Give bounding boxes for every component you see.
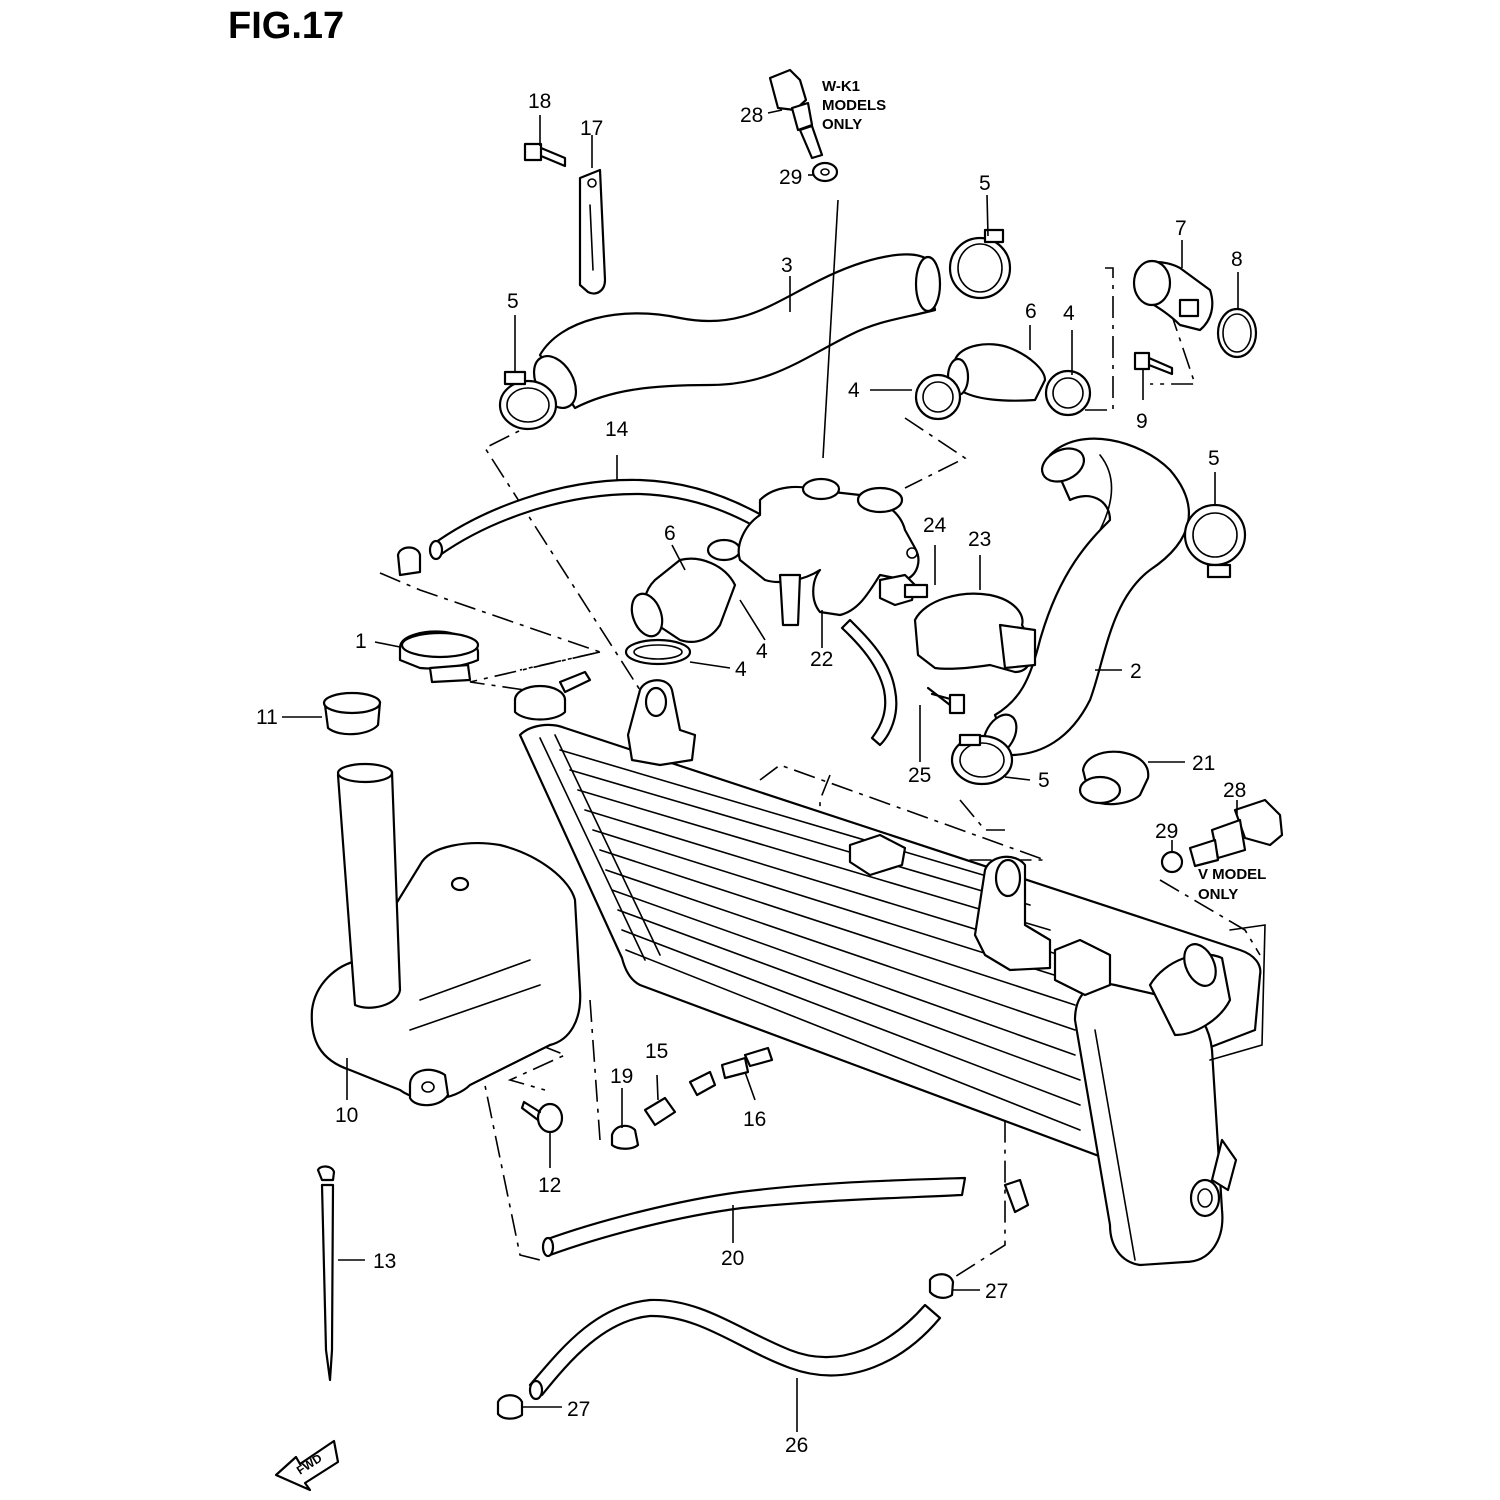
radiator-hose-lower-2[interactable]	[977, 437, 1191, 761]
overflow-hose-20[interactable]	[541, 1176, 967, 1258]
callout-29b: 29	[1155, 820, 1178, 843]
callout-23: 23	[968, 528, 991, 551]
bolt-9[interactable]	[1133, 351, 1174, 376]
fan-switch-21[interactable]	[1078, 750, 1150, 806]
screw-12[interactable]	[520, 1100, 564, 1134]
callout-5d: 5	[1038, 769, 1050, 792]
callout-27a: 27	[985, 1280, 1008, 1303]
note-v-line2: ONLY	[1198, 886, 1238, 903]
clip-small-top[interactable]	[396, 546, 422, 577]
callout-27b: 27	[567, 1398, 590, 1421]
temp-sensor-28-right[interactable]	[1188, 798, 1284, 868]
note-v-line1: V MODEL	[1198, 866, 1266, 883]
thermostat-24[interactable]	[878, 573, 929, 607]
note-wk1-line2: MODELS	[822, 97, 886, 114]
callout-2: 2	[1130, 660, 1142, 683]
bolt-25[interactable]	[926, 686, 966, 715]
hose-clamps[interactable]	[498, 228, 1247, 786]
radiator-filler-neck	[513, 670, 592, 721]
thermostat-cover-7[interactable]	[1132, 259, 1214, 332]
callout-8: 8	[1231, 248, 1243, 271]
temp-sensor-28-top[interactable]	[768, 68, 824, 160]
callout-4b: 4	[756, 640, 768, 663]
callout-21: 21	[1192, 752, 1215, 775]
callout-7: 7	[1175, 217, 1187, 240]
reservoir-tank-10[interactable]	[310, 842, 582, 1107]
callout-3: 3	[781, 254, 793, 277]
hose-clip-27-upper[interactable]	[928, 1273, 955, 1299]
callout-11: 11	[256, 706, 278, 729]
o-ring-8[interactable]	[1216, 307, 1258, 359]
callout-22: 22	[810, 648, 833, 671]
callout-24: 24	[923, 514, 947, 537]
hose-clip-27-lower[interactable]	[496, 1394, 524, 1420]
bolt-18[interactable]	[523, 142, 567, 168]
callout-6b: 6	[664, 522, 676, 545]
callout-20: 20	[721, 1247, 744, 1270]
callout-28b: 28	[1223, 779, 1246, 802]
note-wk1-line3: ONLY	[822, 116, 862, 133]
cable-tie-13[interactable]	[316, 1165, 336, 1382]
reservoir-filler-neck	[336, 762, 402, 1009]
drain-hose-26[interactable]	[528, 1298, 942, 1401]
note-wk1-line1: W-K1	[822, 78, 860, 95]
callout-4a: 4	[848, 379, 860, 402]
callout-18: 18	[528, 90, 551, 113]
callout-1: 1	[355, 630, 367, 653]
callout-6a: 6	[1025, 300, 1037, 323]
radiator-rubber-pad-right	[1053, 938, 1112, 997]
callout-17: 17	[580, 117, 603, 140]
bracket-17[interactable]	[578, 168, 607, 295]
callout-26: 26	[785, 1434, 808, 1457]
reservoir-cap-11[interactable]	[322, 691, 382, 736]
callout-28a: 28	[740, 104, 763, 127]
radiator-cap-1[interactable]	[398, 630, 480, 684]
callout-5b: 5	[507, 290, 519, 313]
thermostat-case-22[interactable]	[737, 477, 920, 627]
callout-16: 16	[743, 1108, 766, 1131]
radiator	[518, 723, 1266, 1267]
washer-29-top[interactable]	[811, 161, 839, 183]
small-hose-6-middle[interactable]	[626, 557, 737, 643]
cap-15[interactable]	[643, 1096, 677, 1127]
callout-5c: 5	[1208, 447, 1220, 470]
figure-title: FIG.17	[228, 5, 344, 47]
small-hose-6-upper[interactable]	[946, 343, 1047, 402]
callout-12: 12	[538, 1174, 561, 1197]
fwd-arrow-icon: FWD	[274, 1439, 340, 1492]
callout-14: 14	[605, 418, 629, 441]
callout-leaders	[282, 109, 1239, 1432]
callout-4d: 4	[1063, 302, 1075, 325]
model-notes: W-K1 MODELS ONLY V MODEL ONLY	[822, 78, 1266, 903]
callout-5a: 5	[979, 172, 991, 195]
thermostat-cover-23[interactable]	[913, 592, 1037, 674]
callout-numbers: 1 2 3 4 4 4 4 5 5 5 5 6 6 7 8 9 10 11 12…	[256, 90, 1246, 1457]
callout-10: 10	[335, 1104, 358, 1127]
radiator-bracket-right	[973, 855, 1052, 972]
callout-19: 19	[610, 1065, 633, 1088]
clip-19[interactable]	[610, 1124, 640, 1150]
drain-plug-16[interactable]	[688, 1046, 774, 1097]
drain-hose[interactable]	[840, 618, 898, 747]
callout-4c: 4	[735, 658, 747, 681]
callout-9: 9	[1136, 410, 1148, 433]
washer-29-right[interactable]	[1160, 850, 1184, 874]
radiator-rubber-pad	[848, 833, 907, 877]
callout-13: 13	[373, 1250, 396, 1273]
sensor-leader-line	[822, 199, 839, 459]
radiator-bracket-left	[626, 679, 697, 767]
callout-25: 25	[908, 764, 931, 787]
callout-15: 15	[645, 1040, 668, 1063]
callout-29a: 29	[779, 166, 802, 189]
